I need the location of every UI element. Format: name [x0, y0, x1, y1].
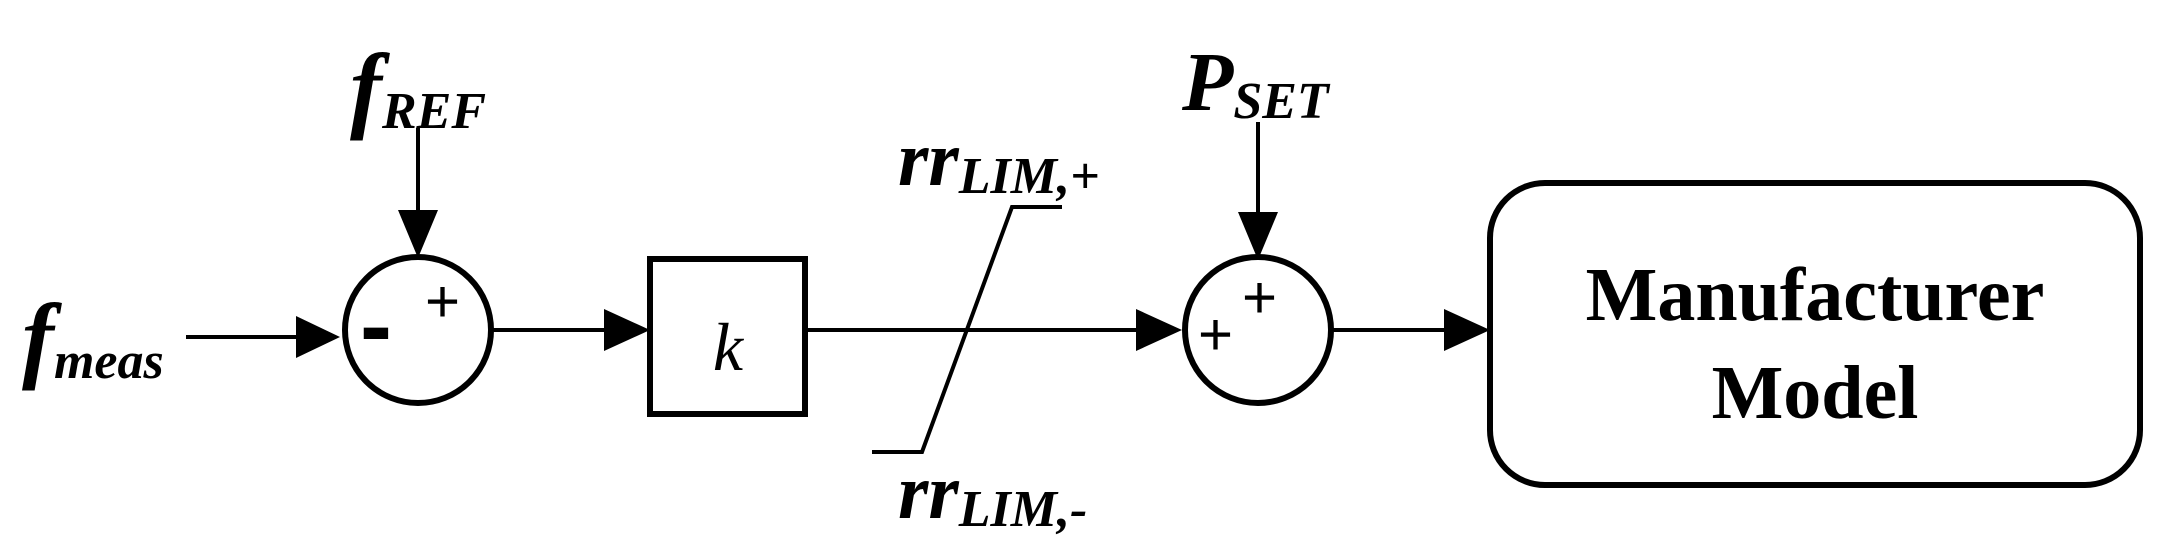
model-line-1: Manufacturer — [1586, 253, 2045, 337]
sum2-to-model-arrowhead — [1444, 309, 1490, 351]
manufacturer-model-block — [1487, 180, 2143, 488]
rr-lim-lower-label: rrLIM,- — [898, 448, 1087, 538]
gain-to-sum2-arrowhead — [1136, 309, 1182, 351]
model-line-2: Model — [1712, 351, 1919, 435]
f-meas-label: fmeas — [22, 284, 164, 391]
sum1-to-gain-arrowhead — [604, 309, 650, 351]
sum1-plus-sign: + — [425, 268, 460, 335]
sum2-left-plus-sign: + — [1198, 301, 1233, 368]
f-meas-arrowhead — [296, 316, 340, 358]
sum2-top-plus-sign: + — [1242, 264, 1277, 331]
rr-lim-upper-label: rrLIM,+ — [898, 115, 1100, 205]
f-ref-label: fREF — [350, 34, 486, 141]
p-set-arrowhead — [1238, 212, 1278, 260]
rate-limiter-symbol — [872, 205, 1062, 454]
f-ref-arrowhead — [398, 210, 438, 258]
gain-label: k — [713, 309, 745, 385]
p-set-label: PSET — [1181, 36, 1331, 130]
sum1-minus-sign: - — [360, 272, 392, 379]
gain-block — [647, 256, 808, 417]
